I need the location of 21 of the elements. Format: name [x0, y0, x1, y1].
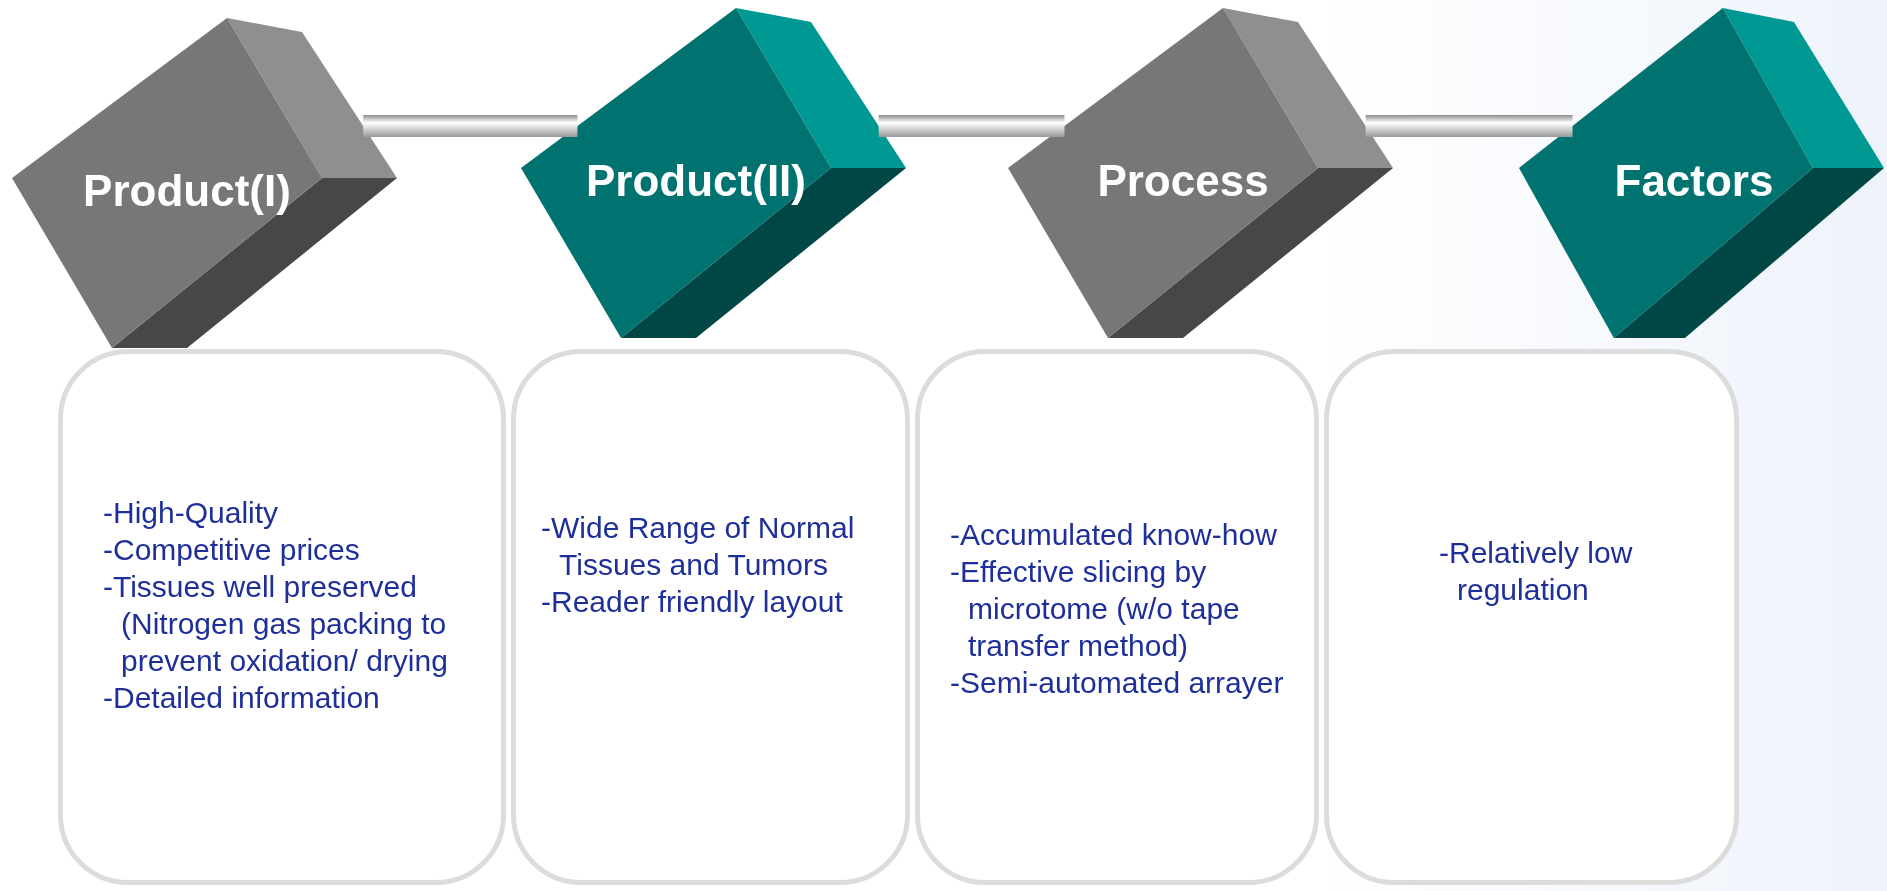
bullet-text: -Reader friendly layout	[541, 584, 844, 620]
connector-rod	[1365, 115, 1573, 137]
bullet-text: -Relatively low regulation	[1439, 535, 1634, 608]
rounded-box	[511, 349, 910, 885]
bullet-text: -Accumulated know-how	[950, 517, 1278, 553]
connector-rod	[878, 115, 1065, 137]
cube-label: Product(II)	[585, 156, 807, 206]
cube-label: Process	[1096, 156, 1270, 206]
rounded-box	[915, 349, 1319, 885]
bullet-text: -Detailed information	[103, 680, 381, 716]
bullet-text: -High-Quality	[103, 495, 280, 531]
bullet-text: -Effective slicing by microtome (w/o tape transfer method)	[950, 554, 1241, 664]
bullet-text: -Competitive prices	[103, 532, 361, 568]
bullet-text: -Wide Range of Normal Tissues and Tumors	[541, 510, 856, 583]
cube-label: Product(I)	[82, 166, 292, 216]
connector-rod	[363, 115, 578, 137]
rounded-box	[58, 349, 506, 885]
bullet-text: -Tissues well preserved (Nitrogen gas packing to prevent oxidation/ drying	[103, 569, 449, 679]
bullet-text: -Semi-automated arrayer	[950, 665, 1285, 701]
rounded-box	[1324, 349, 1739, 885]
cube-label: Factors	[1613, 156, 1775, 206]
